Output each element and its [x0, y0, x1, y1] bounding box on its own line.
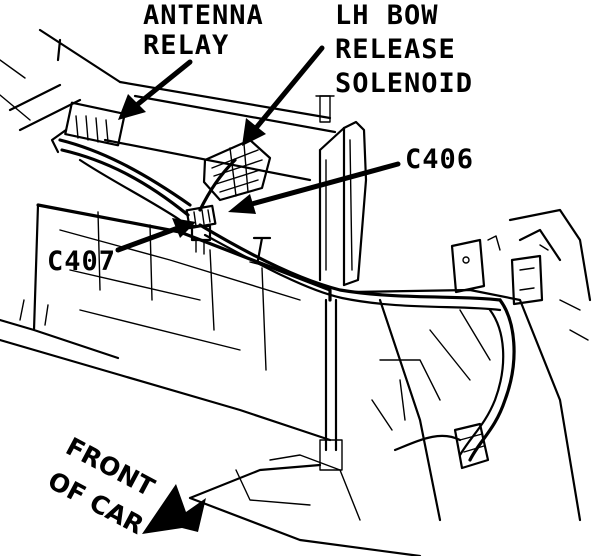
body-block-ribs	[19, 211, 267, 371]
right-bracket	[450, 235, 544, 306]
right-panel	[508, 208, 592, 302]
floor-connector-body	[453, 422, 490, 470]
harness-segment-1	[58, 138, 192, 207]
right-structure	[350, 288, 582, 522]
bow-release-solenoid	[202, 138, 272, 202]
floor-panel	[188, 463, 422, 556]
body-block-contours	[59, 229, 301, 351]
panel-top-left	[8, 28, 122, 132]
right-structure-detail	[371, 309, 491, 431]
vertical-rod	[324, 298, 338, 452]
bracket-hole	[462, 256, 470, 264]
harness-right-sweep	[468, 298, 516, 462]
body-block-left	[0, 203, 120, 360]
harness-segment-3	[78, 158, 182, 222]
connector-c407	[190, 224, 212, 255]
arrow-c406-shaft	[245, 161, 401, 208]
post-side	[342, 120, 368, 287]
antenna-relay-body	[64, 101, 126, 147]
floor-connector-detail	[459, 433, 485, 453]
antenna-relay-ribs	[75, 115, 109, 143]
arrow-c407-shaft	[115, 225, 181, 253]
rod-base	[319, 439, 343, 471]
bracket-clip	[487, 235, 501, 251]
harness-right-sweep-2	[458, 308, 505, 457]
floor-connector	[453, 422, 490, 470]
harness-floor-lead	[393, 434, 462, 452]
callout-labels: ANTENNA RELAY LH BOW RELEASE SOLENOID C4…	[43, 0, 474, 540]
c407-body	[190, 224, 212, 242]
right-panel-detail	[539, 244, 589, 341]
antenna-relay-mount	[50, 128, 68, 154]
wiring-harness	[58, 138, 516, 462]
bracket-plate	[450, 238, 486, 294]
arrow-solenoid-shaft	[253, 45, 325, 131]
c407-leads	[195, 239, 205, 255]
arrow-c406-head	[228, 194, 256, 214]
front-of-car-arrow	[142, 484, 206, 534]
components	[50, 101, 544, 470]
label-antenna-relay-line1: ANTENNA	[143, 0, 264, 31]
post-front	[318, 126, 346, 287]
screw-shaft	[252, 236, 272, 262]
panel-top-left-detail	[0, 59, 31, 121]
label-bow-solenoid-line2: RELEASE	[335, 34, 456, 65]
solenoid-band	[229, 143, 249, 197]
label-c406: C406	[405, 144, 474, 175]
body-structure	[0, 28, 592, 556]
solenoid-body	[202, 138, 272, 202]
arrow-solenoid-head	[242, 118, 266, 146]
bow-post	[315, 95, 368, 471]
mounting-screw	[249, 236, 272, 267]
label-antenna-relay-line2: RELAY	[143, 30, 229, 61]
harness-segment-2	[60, 148, 190, 217]
bracket-plate-2-detail	[519, 267, 535, 291]
label-bow-solenoid-line3: SOLENOID	[335, 68, 473, 99]
solenoid-windings	[211, 149, 263, 193]
antenna-relay	[50, 101, 126, 154]
body-block-bottom	[0, 338, 332, 442]
c406-pins	[193, 209, 211, 227]
harness-main-run	[198, 223, 502, 302]
post-detail	[325, 139, 353, 271]
bracket-plate-2	[510, 254, 544, 306]
harness-main-run-2	[203, 233, 502, 312]
screw-base	[249, 261, 267, 267]
label-bow-solenoid-line1: LH BOW	[335, 0, 439, 31]
